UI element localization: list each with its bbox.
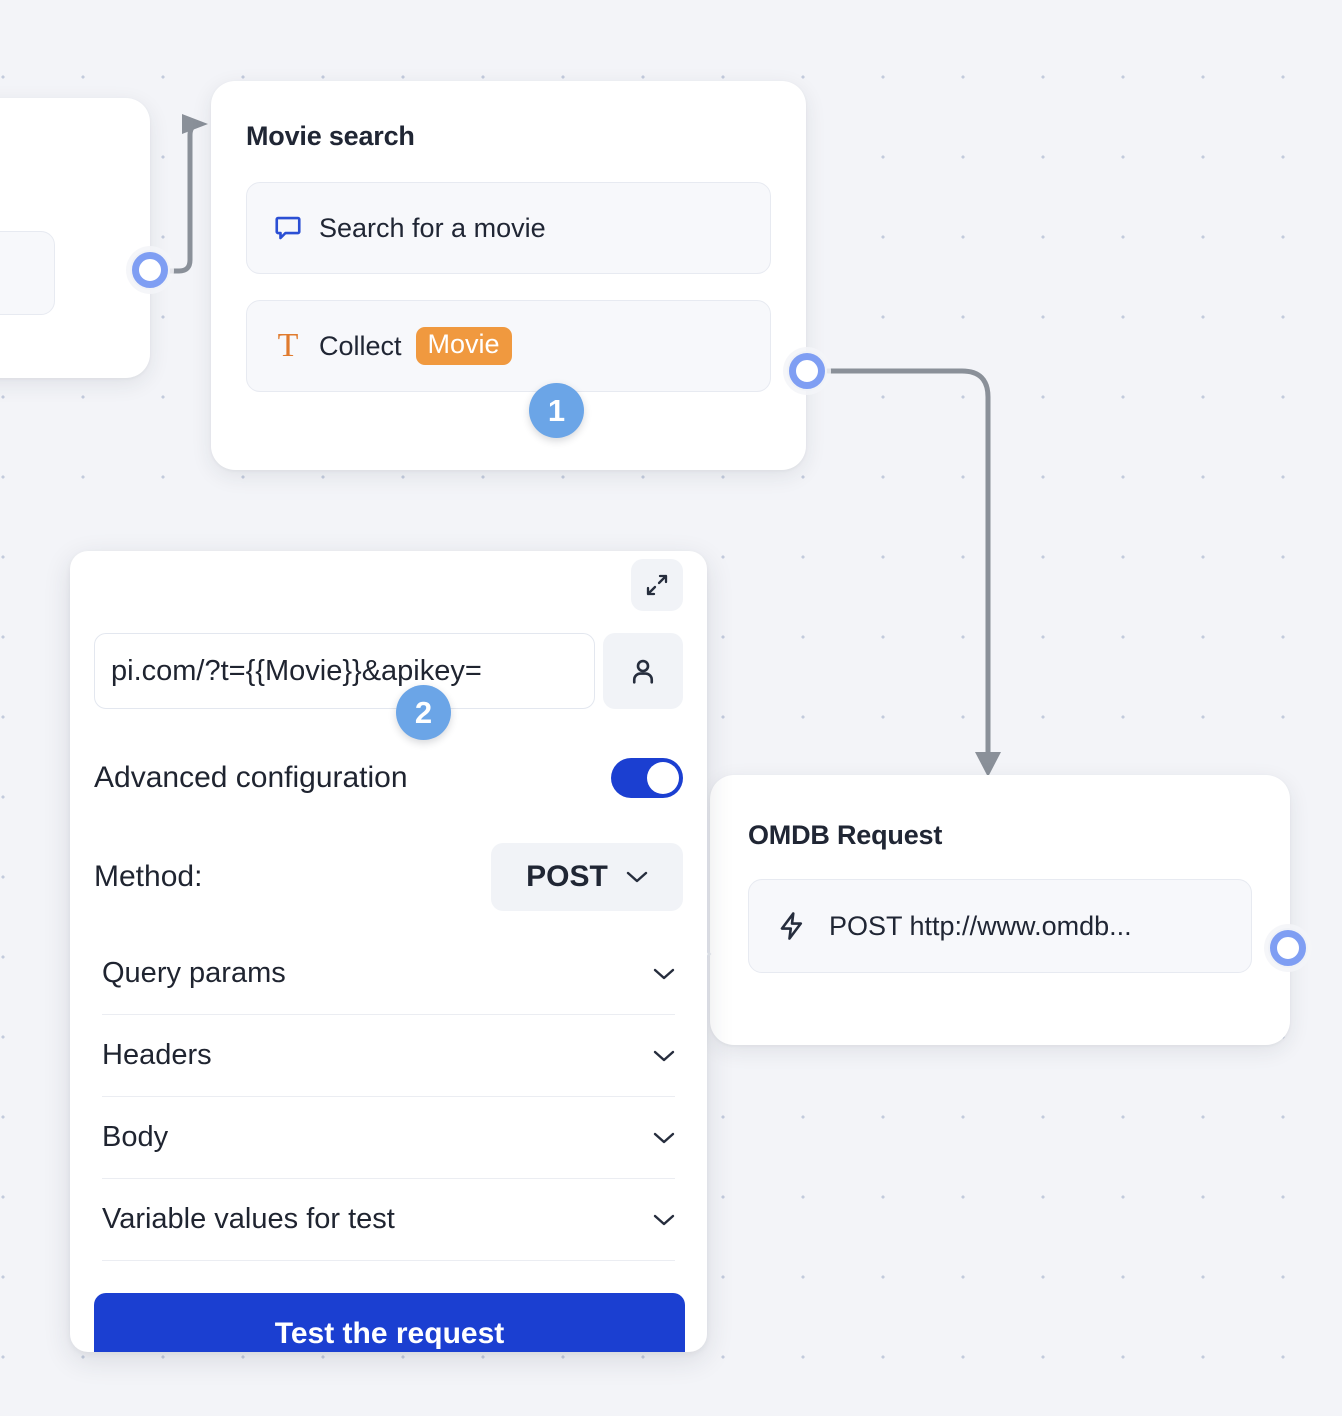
method-dropdown[interactable]: POST <box>491 843 683 911</box>
step-badge-1: 1 <box>529 383 584 438</box>
advanced-configuration-label: Advanced configuration <box>94 761 408 794</box>
accordion-item-variable-values-for-test[interactable]: Variable values for test <box>102 1179 675 1261</box>
advanced-configuration-row: Advanced configuration <box>94 753 683 803</box>
test-the-request-button[interactable]: Test the request <box>94 1293 685 1352</box>
node-row-post-request[interactable]: POST http://www.omdb... <box>748 879 1252 973</box>
request-config-panel[interactable]: Advanced configuration Method: POST Quer… <box>70 551 707 1352</box>
connector-port-source-left[interactable] <box>130 250 170 290</box>
request-url-input[interactable] <box>94 633 595 709</box>
node-omdb-request[interactable]: OMDB Request POST http://www.omdb... <box>696 775 1290 1045</box>
chevron-down-icon <box>653 968 675 979</box>
connector-port-movie-search-output[interactable] <box>787 351 827 391</box>
page-title: OMDB Request <box>748 820 943 850</box>
method-value: POST <box>526 860 608 893</box>
method-row: Method: POST <box>94 843 683 911</box>
message-bubble-icon <box>273 213 303 243</box>
chevron-down-icon <box>626 871 648 883</box>
url-row <box>94 633 683 709</box>
step-badge-2: 2 <box>396 685 451 740</box>
accordion-item-headers[interactable]: Headers <box>102 1015 675 1097</box>
node-row-label: POST http://www.omdb... <box>829 910 1132 941</box>
node-row-label: Search for a movie <box>319 212 546 243</box>
node-movie-search[interactable]: Movie search Search for a movie T Collec… <box>211 81 806 470</box>
accordion-item-body[interactable]: Body <box>102 1097 675 1179</box>
variable-chip-movie[interactable]: Movie <box>415 327 512 365</box>
advanced-configuration-toggle[interactable] <box>611 758 683 798</box>
toggle-knob <box>647 762 679 794</box>
accordion-label: Headers <box>102 1039 212 1071</box>
text-t-icon: T <box>277 327 299 364</box>
offscreen-node-row <box>0 231 55 315</box>
accordion-item-query-params[interactable]: Query params <box>102 933 675 1015</box>
accordion-label: Body <box>102 1121 169 1153</box>
page-title: Movie search <box>246 121 415 151</box>
chevron-down-icon <box>653 1214 675 1225</box>
accordion-sections: Query params Headers Body Variable value… <box>94 933 683 1261</box>
panel-toolbar <box>94 551 683 619</box>
zap-icon <box>777 911 807 941</box>
accordion-label: Variable values for test <box>102 1203 395 1235</box>
connector-port-omdb-output[interactable] <box>1268 928 1308 968</box>
user-icon[interactable] <box>603 633 683 709</box>
chevron-down-icon <box>653 1050 675 1061</box>
method-label: Method: <box>94 860 203 893</box>
chevron-down-icon <box>653 1132 675 1143</box>
node-row-collect-movie[interactable]: T Collect Movie <box>246 300 771 392</box>
accordion-label: Query params <box>102 957 286 989</box>
node-row-label: Collect Movie <box>319 327 512 365</box>
node-row-search-for-a-movie[interactable]: Search for a movie <box>246 182 771 274</box>
expand-diagonal-icon[interactable] <box>631 559 683 611</box>
offscreen-node-card[interactable] <box>0 98 150 378</box>
